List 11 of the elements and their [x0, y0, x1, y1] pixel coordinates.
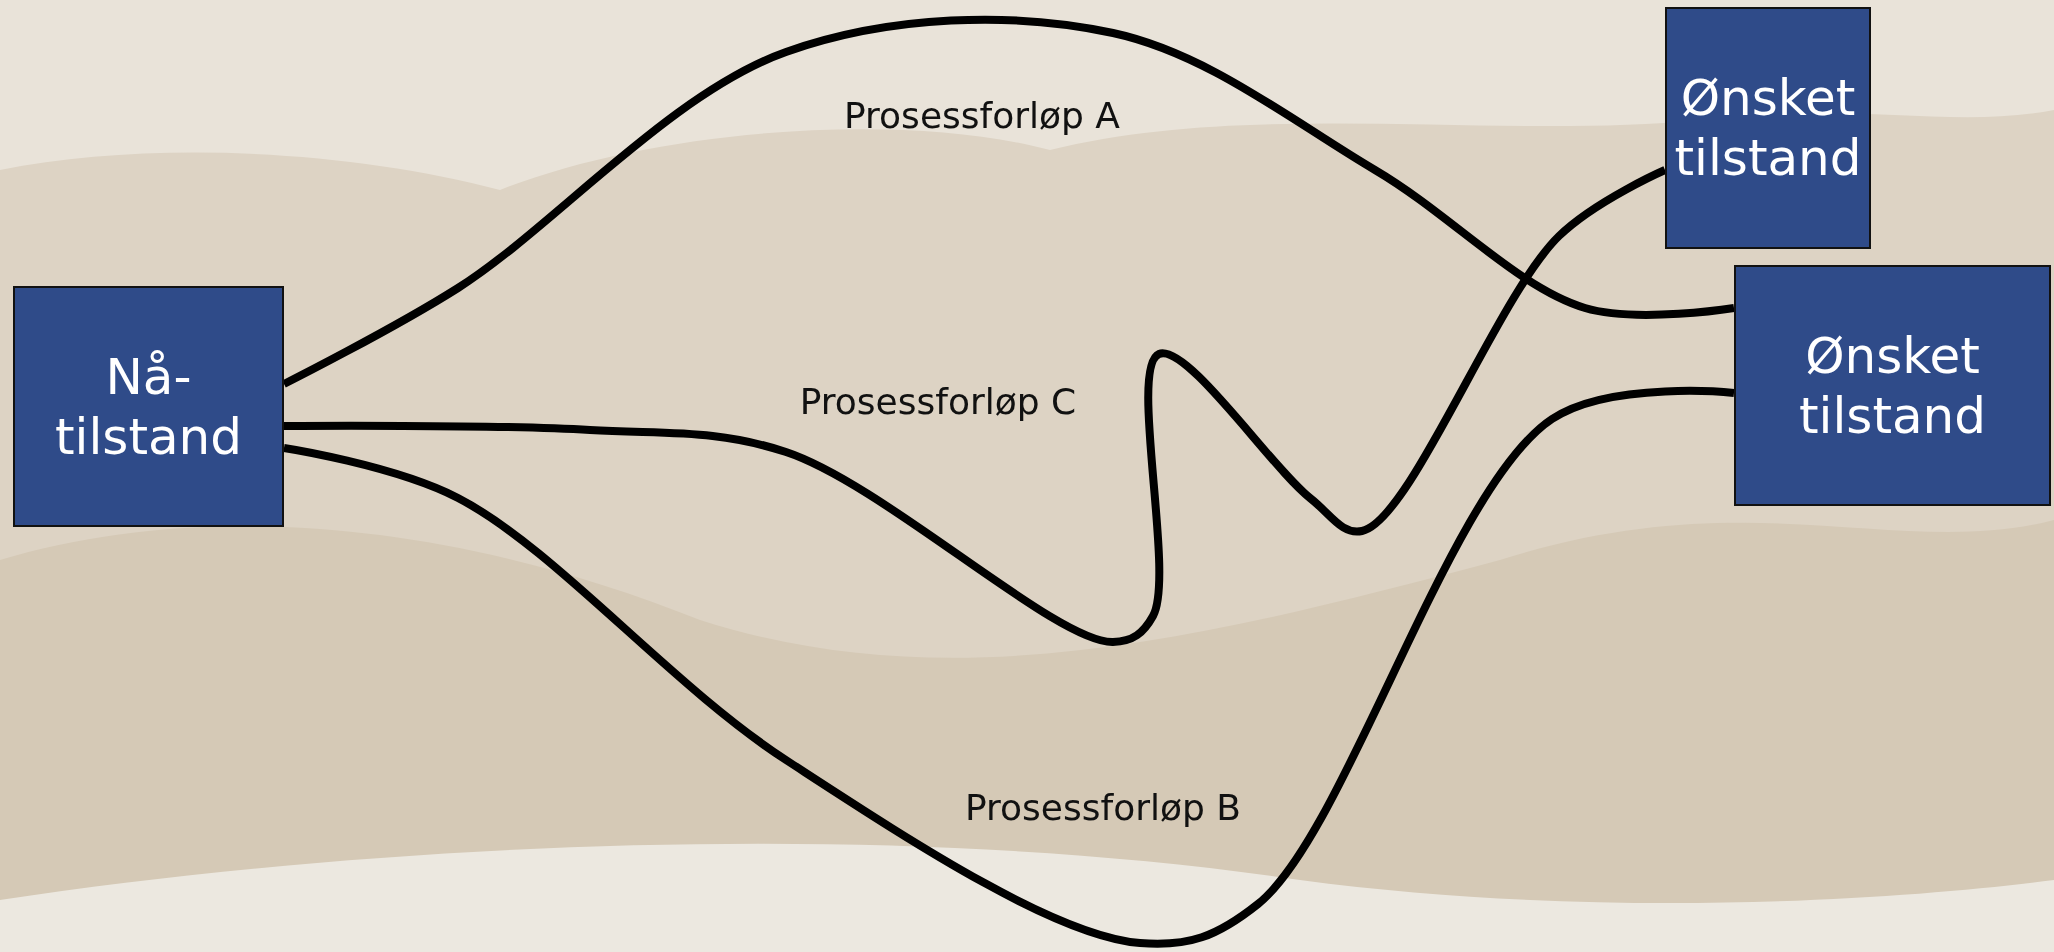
state-label: Nå- tilstand — [53, 346, 244, 467]
state-box — [1734, 265, 2051, 506]
state-box — [1665, 7, 1871, 249]
process-path-line — [283, 166, 1667, 646]
state-label: Ønsket tilstand — [1797, 325, 1988, 446]
edge-label: Prosessforløp A — [844, 94, 1120, 136]
state-label: Ønsket tilstand — [1673, 68, 1863, 188]
edge-label: Prosessforløp C — [799, 380, 1077, 422]
state-box — [13, 286, 284, 527]
edge-label: Prosessforløp B — [965, 786, 1241, 828]
process-path-line — [283, 387, 1735, 948]
